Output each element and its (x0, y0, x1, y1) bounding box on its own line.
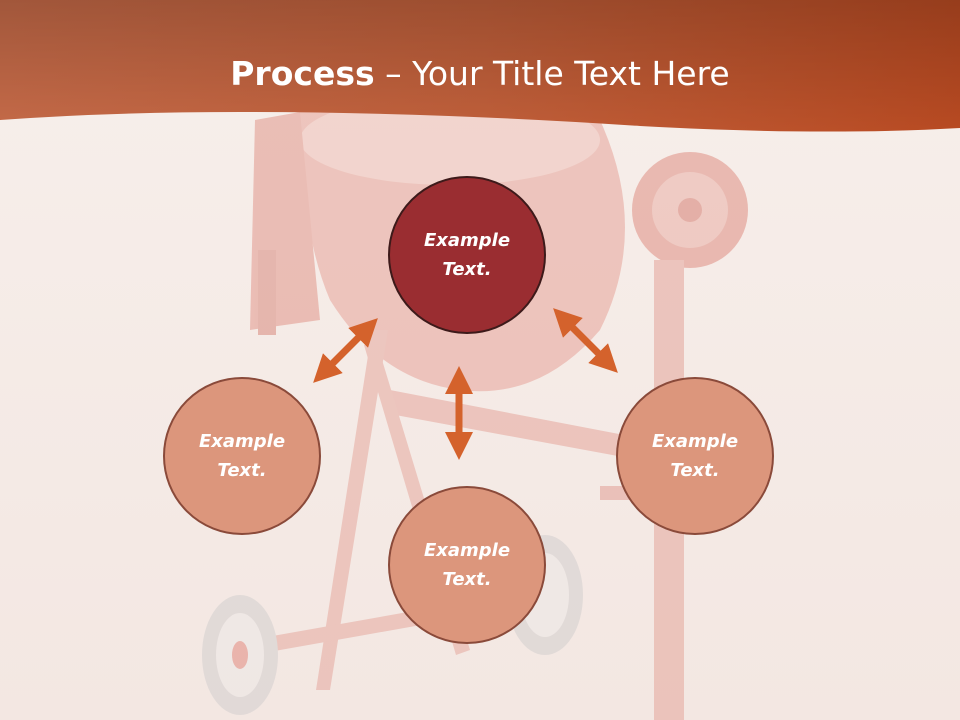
title-rest: – Your Title Text Here (374, 54, 730, 93)
title-strong: Process (230, 54, 375, 93)
double-arrow-upper-left (313, 318, 378, 383)
slide-title: Process – Your Title Text Here (0, 52, 960, 96)
header-band (0, 0, 960, 132)
double-arrow-upper-right (553, 308, 618, 373)
